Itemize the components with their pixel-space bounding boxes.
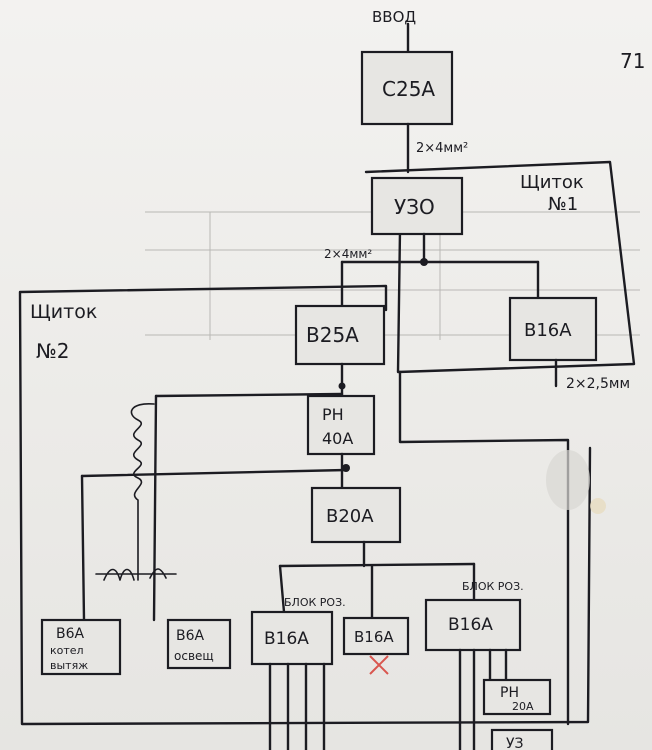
paper-stain bbox=[546, 450, 590, 510]
panel-1-out-cable: 2×2,5мм bbox=[566, 376, 630, 392]
boiler-breaker-line1: В6А bbox=[56, 626, 85, 642]
relay-20a-box bbox=[482, 678, 552, 716]
panel-1-enclosure bbox=[364, 160, 636, 374]
socket-group-2-breaker-label: В16А bbox=[448, 615, 493, 635]
breaker-20a-label: В20А bbox=[326, 506, 374, 527]
socket-group-1-breaker-box bbox=[250, 610, 334, 666]
relay-40a-box bbox=[306, 394, 376, 456]
boiler-breaker-box bbox=[40, 618, 122, 676]
wire-socket-1 bbox=[278, 564, 286, 614]
socket-group-1-label: БЛОК РОЗ. bbox=[284, 596, 346, 609]
light-breaker-line1: В6А bbox=[176, 628, 205, 644]
paper-stain-small bbox=[590, 498, 606, 514]
light-breaker-box bbox=[166, 618, 232, 670]
feed-cable-1-label: 2×4мм² bbox=[416, 141, 468, 156]
light-breaker-line2: освещ bbox=[174, 649, 214, 663]
boiler-breaker-line2: котел bbox=[50, 644, 84, 657]
panel-2-main-breaker-label: В25А bbox=[306, 323, 359, 347]
relay-40a-line1: РН bbox=[322, 405, 344, 424]
socket-group-1-breaker-label: В16А bbox=[264, 629, 309, 649]
crossed-breaker-box bbox=[342, 616, 410, 656]
bus-sockets bbox=[278, 562, 476, 568]
panel-1-number: №1 bbox=[548, 194, 578, 215]
red-cross-mark bbox=[369, 655, 389, 675]
bus-boiler-top bbox=[80, 468, 348, 478]
spiral-sketch bbox=[130, 403, 155, 581]
panel-1-breaker-box bbox=[508, 296, 598, 362]
socket-group-2-breaker-box bbox=[424, 598, 522, 652]
wire-boiler bbox=[80, 474, 86, 622]
return-wire bbox=[398, 370, 570, 726]
feed-cable-2-label: 2×4мм² bbox=[324, 247, 372, 261]
bottom-box-label: УЗ bbox=[506, 736, 524, 750]
rcd-box bbox=[370, 176, 464, 236]
panel-2-title: Щиток bbox=[30, 301, 97, 323]
boiler-breaker-line3: вытяж bbox=[50, 659, 88, 672]
relay-20a-line1: РН bbox=[500, 685, 519, 701]
bottom-box bbox=[490, 728, 554, 750]
input-label: ВВОД bbox=[372, 8, 416, 26]
main-breaker-label: С25А bbox=[382, 77, 435, 101]
wire-light-b6a bbox=[152, 394, 158, 622]
socket-group-2-label: БЛОК РОЗ. bbox=[462, 580, 524, 593]
panel-1-breaker-label: В16А bbox=[524, 320, 572, 341]
panel-1-title: Щиток bbox=[520, 172, 584, 193]
relay-40a-line2: 40А bbox=[322, 429, 353, 448]
relay-20a-line2: 20А bbox=[512, 700, 534, 713]
page-number: 71 bbox=[620, 49, 645, 73]
crossed-breaker-label: В16А bbox=[354, 628, 394, 646]
rcd-label: УЗО bbox=[394, 195, 435, 219]
heater-sketch bbox=[95, 568, 177, 581]
panel-2-main-breaker-box bbox=[294, 304, 386, 366]
panel-2-number: №2 bbox=[36, 339, 70, 363]
bus-light-top bbox=[154, 392, 344, 398]
breaker-20a-box bbox=[310, 486, 402, 544]
junction-dot-2 bbox=[338, 382, 346, 390]
